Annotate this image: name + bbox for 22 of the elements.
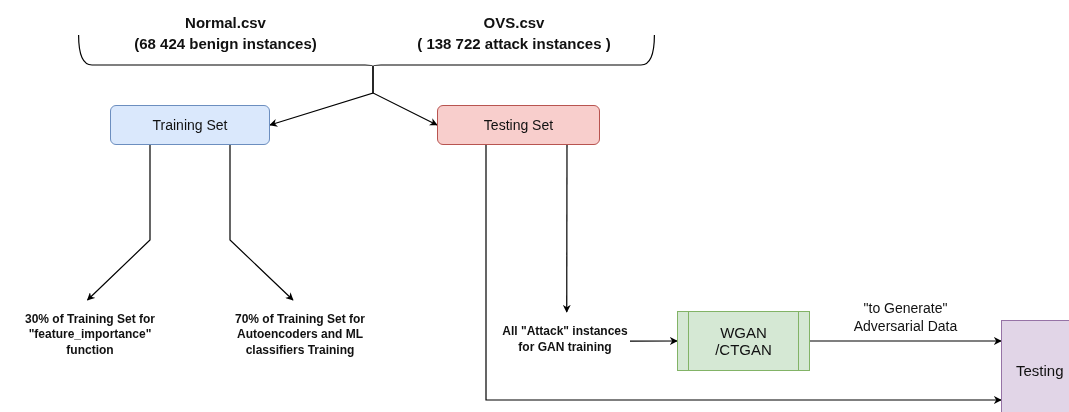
arrow (372, 65, 438, 126)
dataset-label: (68 424 benign instances) (134, 34, 317, 54)
dataset-label: Normal.csv (185, 13, 266, 33)
process-box (437, 105, 600, 145)
process-box (110, 105, 270, 145)
process-box (1001, 320, 1069, 412)
process-box (677, 311, 810, 371)
arrow (229, 144, 294, 301)
arrow (629, 337, 678, 345)
dataset-label: OVS.csv (483, 13, 545, 33)
step-text: 30% of Training Set for "feature_importance" function (24, 311, 156, 359)
box-label: Testing Set (483, 117, 554, 133)
step-text: 70% of Training Set for Autoencoders and ML classifiers Training (234, 311, 366, 359)
box-label: Training Set (152, 117, 228, 133)
box-label: Testing (1016, 361, 1064, 379)
arrow (485, 144, 1002, 404)
box-label: WGAN /CTGAN (714, 324, 773, 358)
arrow (86, 144, 151, 301)
dataset-label: ( 138 722 attack instances ) (417, 34, 611, 54)
step-text: All "Attack" instances for GAN training (501, 324, 629, 356)
arrow (809, 337, 1002, 345)
arrow (562, 144, 571, 313)
